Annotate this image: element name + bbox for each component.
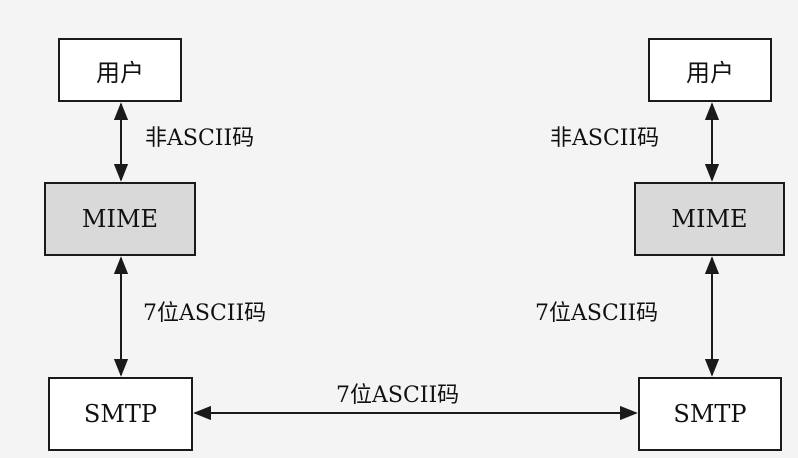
left-mime-label: MIME — [81, 205, 159, 233]
right-7bit-ascii-label: 7位ASCII码 — [535, 301, 659, 326]
right-smtp-label: SMTP — [673, 400, 747, 428]
right-user-box: 用户 — [648, 38, 772, 102]
left-7bit-ascii-label: 7位ASCII码 — [143, 301, 267, 326]
right-user-label: 用户 — [686, 58, 734, 87]
left-smtp-label: SMTP — [83, 400, 158, 428]
left-smtp-box: SMTP — [48, 377, 193, 451]
left-mime-box: MIME — [44, 182, 196, 256]
left-non-ascii-label: 非ASCII码 — [145, 126, 255, 151]
right-mime-label: MIME — [671, 205, 748, 233]
right-non-ascii-label: 非ASCII码 — [550, 126, 660, 151]
right-smtp-box: SMTP — [638, 377, 782, 451]
right-mime-box: MIME — [634, 182, 785, 256]
left-user-box: 用户 — [58, 38, 182, 102]
left-user-label: 用户 — [96, 58, 144, 87]
middle-7bit-ascii-label: 7位ASCII码 — [336, 383, 460, 408]
